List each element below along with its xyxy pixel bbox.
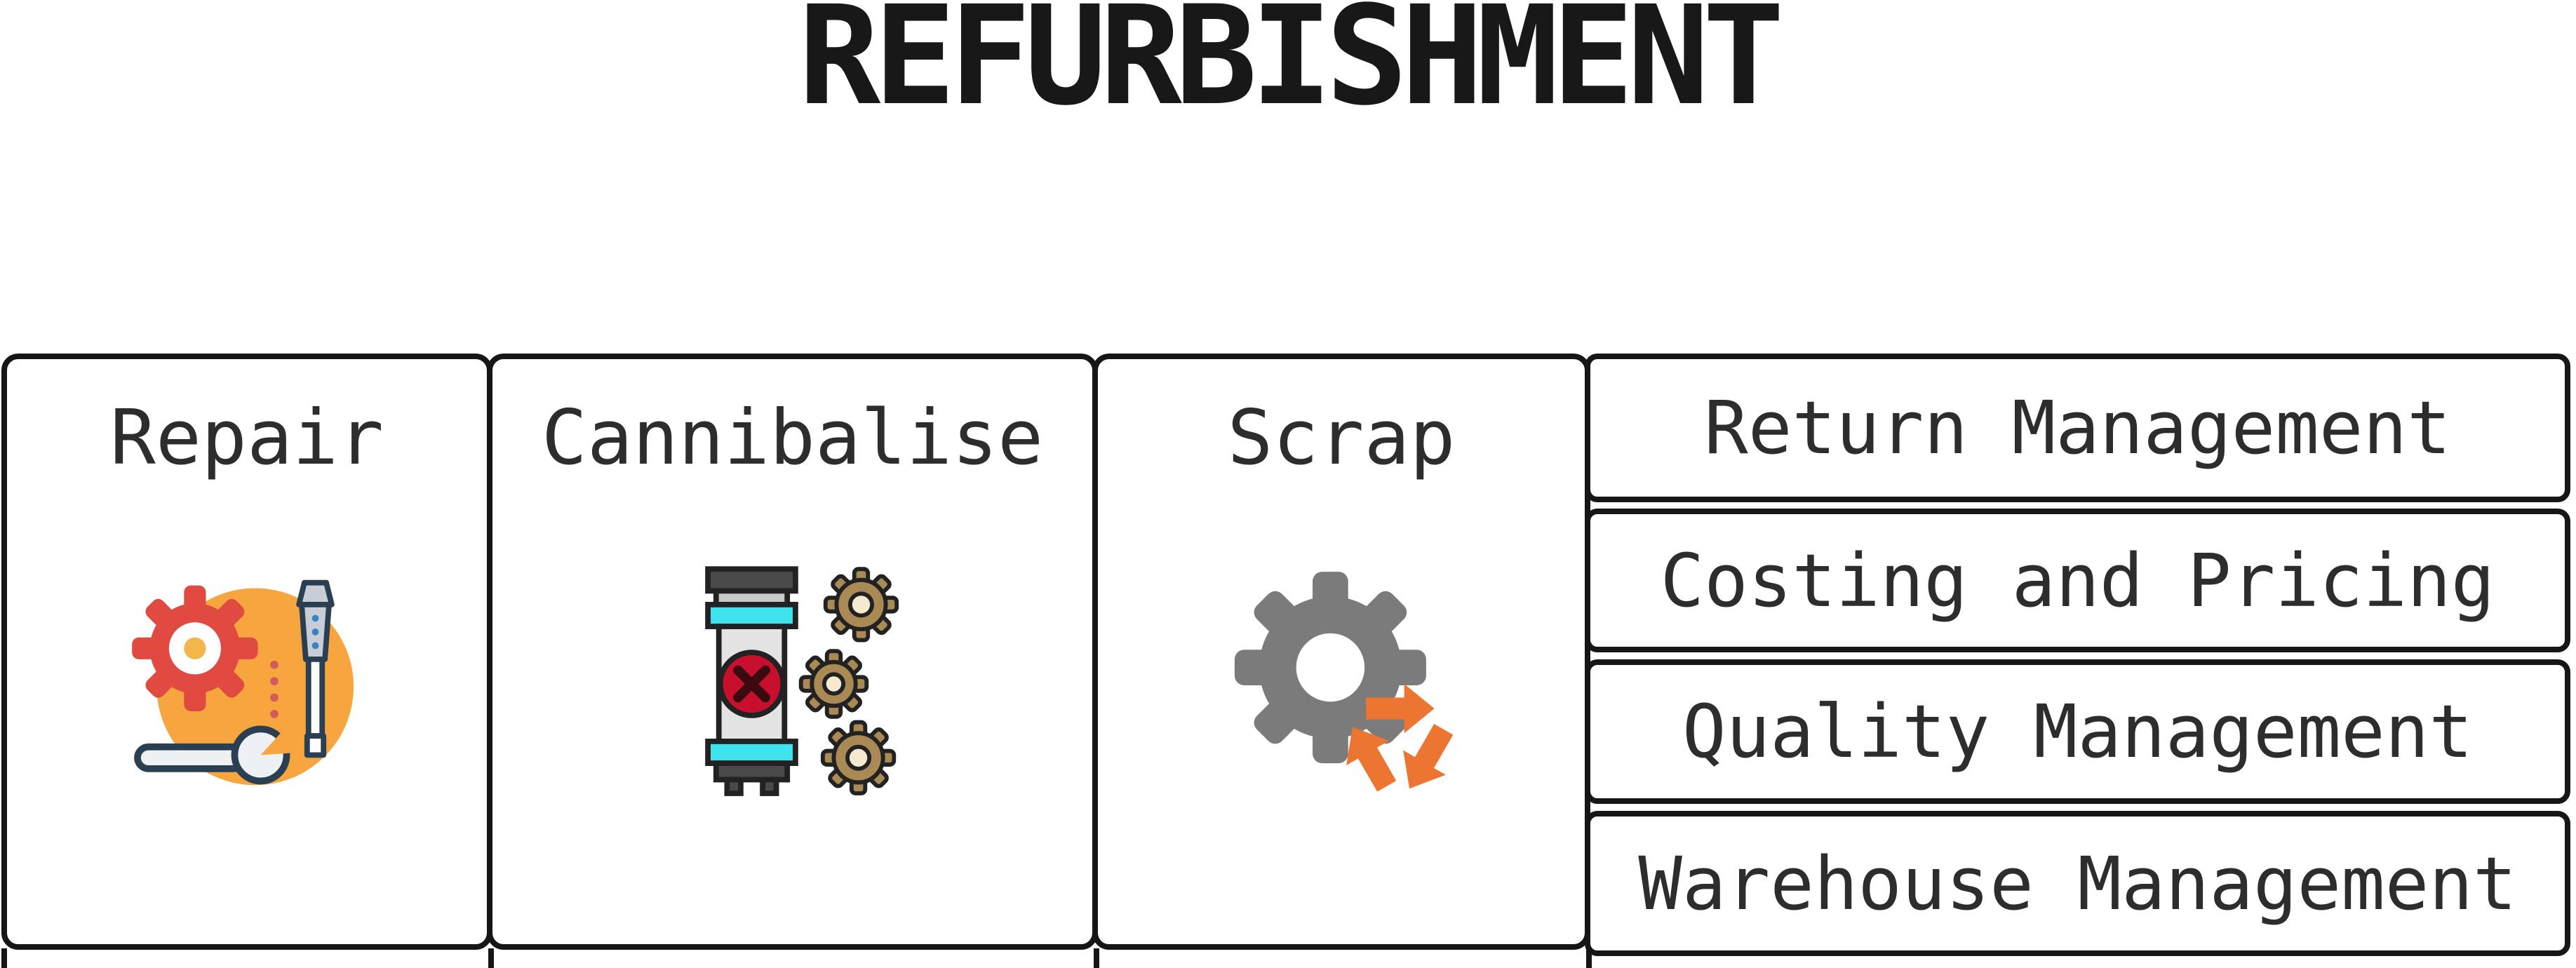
scrap-icon bbox=[1205, 547, 1478, 821]
side-box-label: Costing and Pricing bbox=[1660, 537, 2495, 624]
column-cannibalise-label: Cannibalise bbox=[541, 394, 1044, 482]
column-repair: Repair bbox=[1, 354, 492, 950]
side-panel: Return Management Costing and Pricing Qu… bbox=[1585, 354, 2570, 968]
column-scrap-label: Scrap bbox=[1227, 394, 1456, 482]
border-stub bbox=[1094, 948, 1099, 968]
side-box-label: Return Management bbox=[1704, 385, 2451, 471]
border-stub bbox=[1, 948, 7, 968]
side-box-quality-management: Quality Management bbox=[1585, 659, 2570, 804]
side-box-label: Quality Management bbox=[1682, 689, 2474, 774]
column-repair-label: Repair bbox=[109, 394, 384, 482]
side-box-warehouse-management: Warehouse Management bbox=[1585, 811, 2570, 956]
border-stub bbox=[1586, 948, 1592, 968]
repair-icon bbox=[110, 547, 384, 821]
page-title: REFURBISHMENT bbox=[798, 0, 1785, 135]
border-stub bbox=[488, 948, 494, 968]
cannibalise-icon bbox=[656, 547, 930, 821]
side-box-return-management: Return Management bbox=[1585, 354, 2570, 502]
side-box-costing-and-pricing: Costing and Pricing bbox=[1585, 509, 2570, 652]
column-scrap: Scrap bbox=[1092, 354, 1590, 950]
column-cannibalise: Cannibalise bbox=[487, 354, 1098, 950]
side-box-label: Warehouse Management bbox=[1638, 840, 2517, 927]
